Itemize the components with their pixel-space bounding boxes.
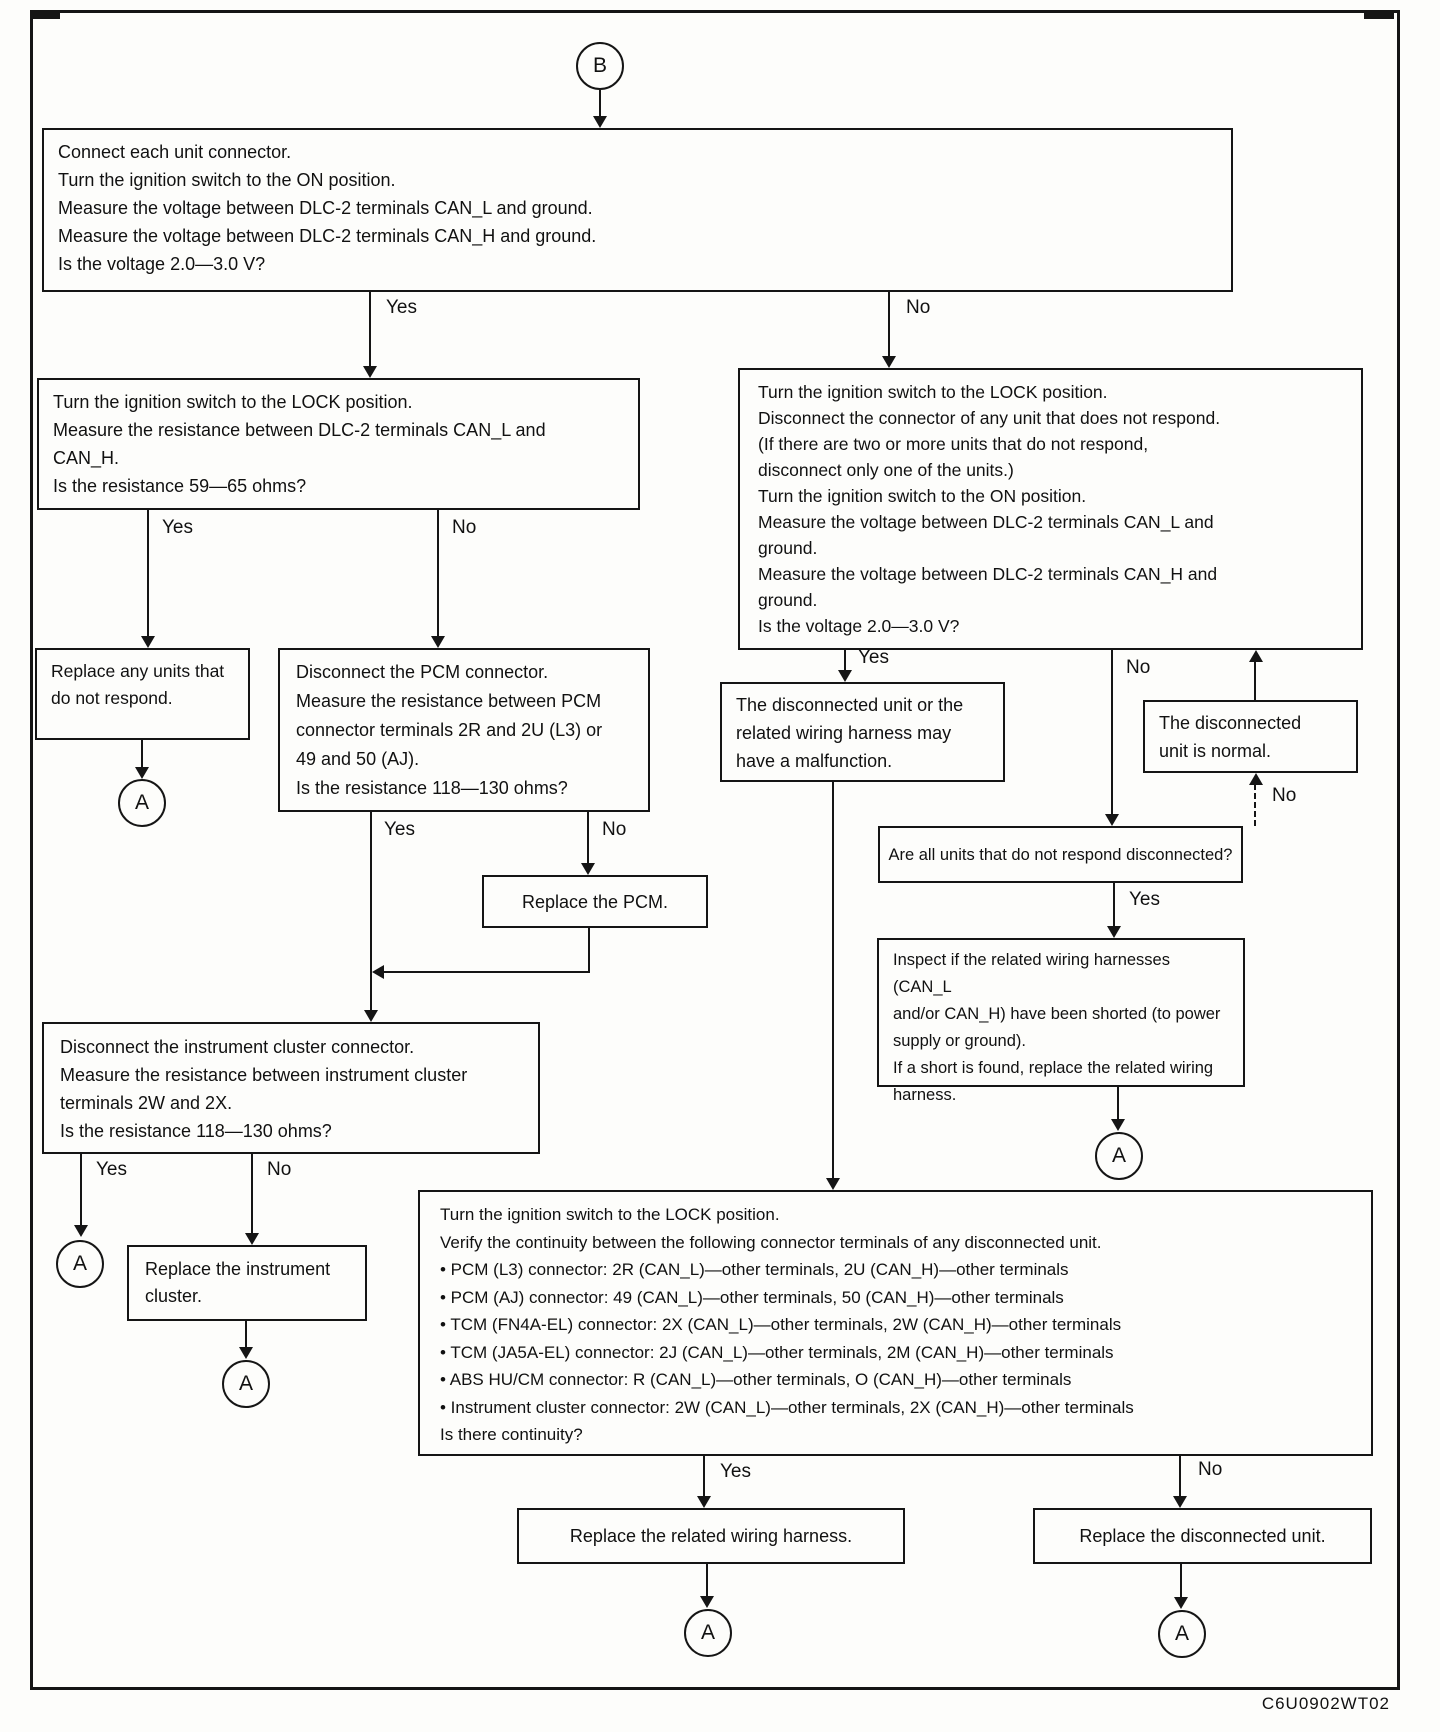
- flow-line: [245, 1321, 247, 1348]
- flow-line: [888, 292, 890, 357]
- flow-line: [1113, 883, 1115, 927]
- flow-line: [588, 928, 590, 973]
- label-no: No: [267, 1159, 292, 1180]
- flow-line: [1254, 784, 1256, 826]
- arrowhead-down-icon: [593, 116, 607, 128]
- arrowhead-down-icon: [1107, 926, 1121, 938]
- arrowhead-down-icon: [363, 366, 377, 378]
- figure-border: [30, 10, 1400, 1690]
- flow-line: [1179, 1456, 1181, 1497]
- arrowhead-down-icon: [141, 636, 155, 648]
- arrowhead-down-icon: [1174, 1597, 1188, 1609]
- flow-line: [1117, 1087, 1119, 1120]
- node-check-resistance-dlc: Turn the ignition switch to the LOCK pos…: [37, 378, 640, 510]
- arrowhead-down-icon: [245, 1233, 259, 1245]
- flow-line: [437, 510, 439, 636]
- arrowhead-down-icon: [364, 1010, 378, 1022]
- node-replace-pcm: Replace the PCM.: [482, 875, 708, 928]
- arrowhead-left-icon: [372, 965, 384, 979]
- scan-artifact: [1364, 10, 1394, 19]
- label-yes: Yes: [1129, 889, 1160, 910]
- node-replace-units: Replace any units that do not respond.: [35, 648, 250, 740]
- node-replace-disconnected-unit: Replace the disconnected unit.: [1033, 1508, 1372, 1564]
- node-all-disconnected: Are all units that do not respond discon…: [878, 826, 1243, 883]
- label-yes: Yes: [96, 1159, 127, 1180]
- label-yes: Yes: [384, 819, 415, 840]
- arrowhead-down-icon: [431, 636, 445, 648]
- node-replace-cluster: Replace the instrument cluster.: [127, 1245, 367, 1321]
- arrowhead-down-icon: [1173, 1496, 1187, 1508]
- arrowhead-down-icon: [882, 356, 896, 368]
- flow-line: [832, 782, 834, 1179]
- flow-line: [141, 740, 143, 768]
- node-inspect-short: Inspect if the related wiring harnesses …: [877, 938, 1245, 1104]
- flow-line: [703, 1456, 705, 1497]
- label-yes: Yes: [720, 1461, 751, 1482]
- node-check-continuity: Turn the ignition switch to the LOCK pos…: [418, 1190, 1373, 1456]
- flow-line: [587, 812, 589, 864]
- arrowhead-down-icon: [581, 863, 595, 875]
- node-unit-normal: The disconnected unit is normal.: [1143, 700, 1358, 773]
- figure-code: C6U0902WT02: [1261, 1694, 1390, 1713]
- flow-line: [147, 510, 149, 636]
- label-no: No: [1198, 1459, 1223, 1480]
- connector-circle-a: A: [118, 779, 166, 827]
- connector-circle-a: A: [56, 1240, 104, 1288]
- node-check-cluster: Disconnect the instrument cluster connec…: [42, 1022, 540, 1154]
- connector-circle-b: B: [576, 42, 624, 90]
- label-no: No: [602, 819, 627, 840]
- arrowhead-down-icon: [74, 1225, 88, 1237]
- arrowhead-down-icon: [838, 670, 852, 682]
- flow-line: [80, 1154, 82, 1226]
- label-no: No: [906, 297, 931, 318]
- flow-line: [706, 1564, 708, 1597]
- label-yes: Yes: [162, 517, 193, 538]
- flow-line: [369, 292, 371, 367]
- arrowhead-down-icon: [700, 1596, 714, 1608]
- label-no: No: [1126, 657, 1151, 678]
- flow-line: [599, 90, 601, 117]
- connector-circle-a: A: [684, 1609, 732, 1657]
- flow-line: [1111, 650, 1113, 815]
- node-check-voltage: Connect each unit connector. Turn the ig…: [42, 128, 1233, 292]
- label-no: No: [452, 517, 477, 538]
- flow-line: [844, 650, 846, 671]
- arrowhead-down-icon: [697, 1496, 711, 1508]
- node-replace-harness: Replace the related wiring harness.: [517, 1508, 905, 1564]
- flow-line: [370, 812, 372, 1011]
- node-unit-malfunction: The disconnected unit or the related wir…: [720, 682, 1005, 782]
- arrowhead-down-icon: [239, 1347, 253, 1359]
- connector-circle-a: A: [222, 1360, 270, 1408]
- node-disconnect-retest: Turn the ignition switch to the LOCK pos…: [738, 368, 1363, 650]
- label-no: No: [1272, 785, 1297, 806]
- arrowhead-down-icon: [135, 767, 149, 779]
- arrowhead-up-icon: [1249, 773, 1263, 785]
- arrowhead-down-icon: [826, 1178, 840, 1190]
- connector-circle-a: A: [1158, 1610, 1206, 1658]
- flow-line: [251, 1154, 253, 1234]
- label-yes: Yes: [858, 647, 889, 668]
- arrowhead-up-icon: [1249, 650, 1263, 662]
- arrowhead-down-icon: [1105, 814, 1119, 826]
- label-yes: Yes: [386, 297, 417, 318]
- connector-circle-a: A: [1095, 1132, 1143, 1180]
- scan-artifact: [30, 10, 60, 19]
- flow-line: [1180, 1564, 1182, 1598]
- flow-line: [383, 971, 590, 973]
- flow-line: [1254, 661, 1256, 700]
- node-check-pcm: Disconnect the PCM connector. Measure th…: [278, 648, 650, 812]
- arrowhead-down-icon: [1111, 1119, 1125, 1131]
